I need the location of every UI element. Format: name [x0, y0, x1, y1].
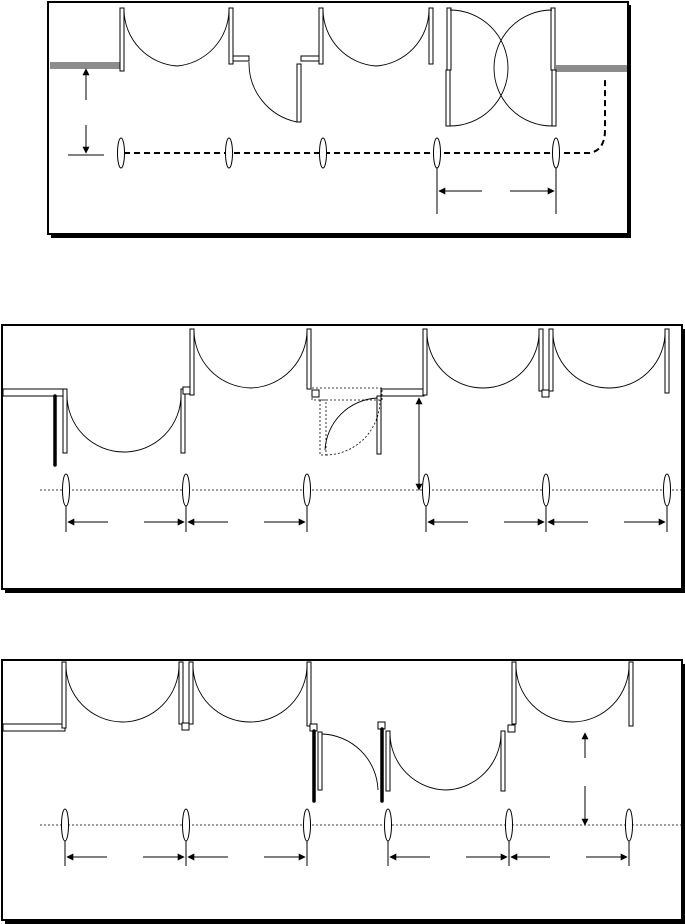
door-leaf: [386, 731, 390, 791]
hinge: [508, 725, 515, 732]
post: [385, 809, 392, 841]
post: [506, 809, 513, 841]
wall-segment: [3, 389, 66, 396]
wall-segment: [381, 389, 424, 396]
door-leaf: [423, 329, 427, 395]
door-leaf: [181, 389, 185, 453]
door-frame: [301, 56, 319, 61]
panel-c: [2, 660, 685, 924]
post: [62, 809, 69, 841]
hinge: [312, 390, 319, 397]
door-leaf: [447, 8, 451, 70]
post: [543, 474, 550, 506]
hinge: [542, 390, 549, 397]
door-leaf: [307, 662, 311, 726]
door-leaf: [179, 662, 183, 724]
door-leaf: [120, 8, 124, 71]
post: [626, 809, 633, 841]
door-leaf: [446, 70, 450, 126]
door-leaf: [62, 662, 66, 728]
door-leaf: [429, 8, 433, 64]
hinge: [182, 723, 189, 730]
door-leaf: [319, 8, 323, 64]
panel-a: [48, 2, 631, 238]
door-leaf: [512, 662, 516, 724]
wall-segment: [3, 724, 65, 731]
post: [304, 809, 311, 841]
door-leaf: [190, 329, 194, 395]
door-leaf: [665, 329, 669, 393]
panel-c-frame: [2, 660, 682, 920]
post: [553, 138, 560, 168]
door-leaf: [539, 329, 543, 391]
post: [183, 474, 190, 506]
wall-left: [50, 62, 120, 69]
door-leaf: [229, 8, 233, 64]
post: [226, 138, 233, 168]
panel-b-frame: [2, 325, 682, 589]
door-leaf: [189, 662, 193, 724]
door-leaf: [551, 8, 555, 70]
post: [423, 474, 430, 506]
door-frame: [233, 56, 249, 61]
door-leaf: [501, 731, 505, 791]
post: [118, 138, 125, 168]
door-leaf: [307, 329, 311, 389]
door-leaf: [629, 662, 633, 726]
door-leaf: [297, 64, 301, 122]
door-leaf: [63, 389, 67, 453]
door-leaf: [549, 329, 553, 391]
door-leaf: [377, 396, 381, 454]
panel-b: [2, 325, 685, 593]
wall-right: [556, 65, 627, 72]
post: [183, 809, 190, 841]
door-leaf: [552, 70, 556, 126]
panel-a-frame: [48, 2, 628, 234]
post: [304, 474, 311, 506]
hinge: [183, 387, 190, 394]
post: [434, 138, 441, 168]
post: [664, 474, 671, 506]
post: [63, 474, 70, 506]
post: [320, 138, 327, 168]
door-leaf: [318, 732, 322, 790]
